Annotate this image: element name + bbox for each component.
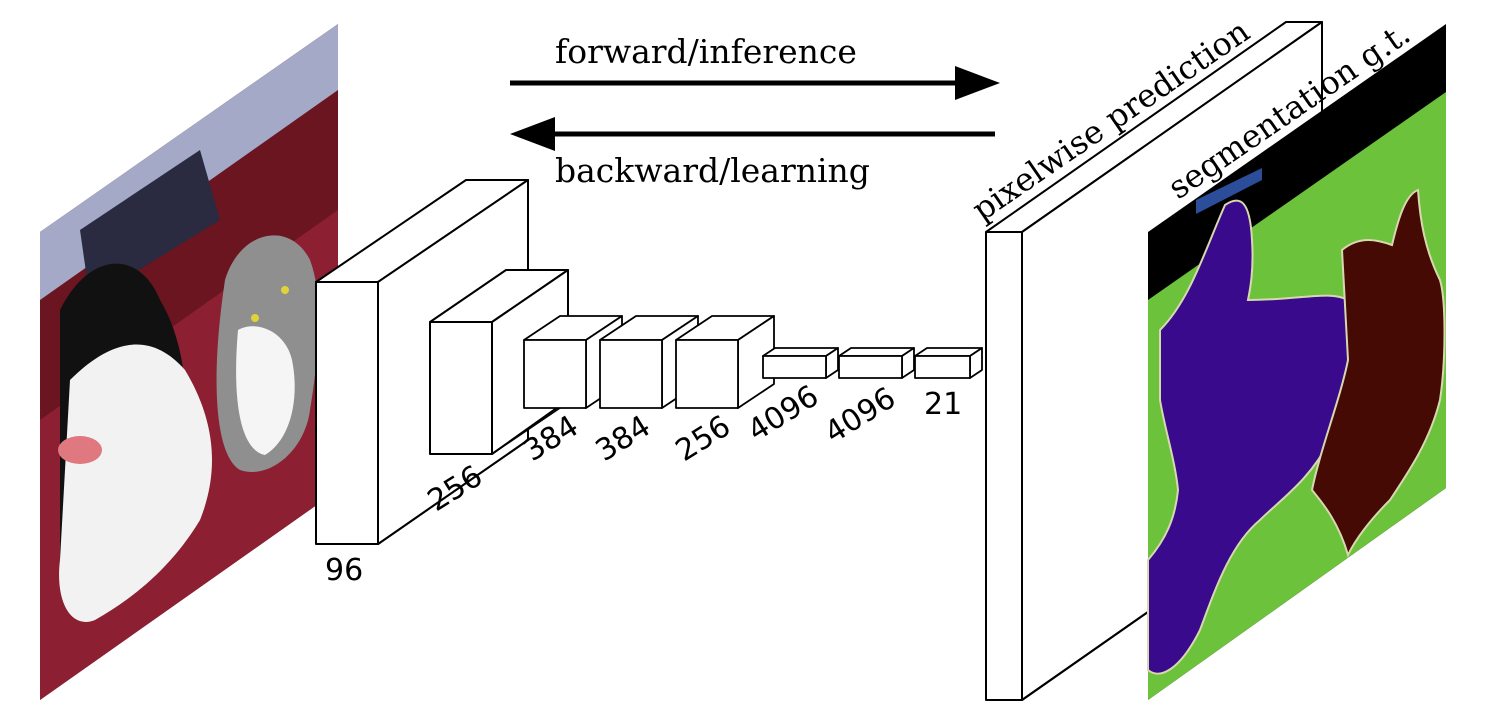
segmentation-gt-image xyxy=(1147,24,1446,700)
layer-block-conv5 xyxy=(675,315,775,409)
layer-block-fc6 xyxy=(762,347,839,379)
backward-label: backward/learning xyxy=(555,151,870,190)
backward-arrow xyxy=(510,117,995,151)
layer-label-fc7: 4096 xyxy=(819,381,902,451)
input-image xyxy=(40,24,338,700)
layer-block-score xyxy=(914,347,983,379)
layer-label-conv1: 96 xyxy=(325,553,363,588)
layer-label-score: 21 xyxy=(924,387,962,422)
forward-label: forward/inference xyxy=(555,32,857,71)
layer-block-fc7 xyxy=(838,347,915,379)
layer-label-conv4: 384 xyxy=(590,409,657,469)
forward-arrow xyxy=(510,66,1000,100)
layer-label-conv5: 256 xyxy=(670,409,737,469)
